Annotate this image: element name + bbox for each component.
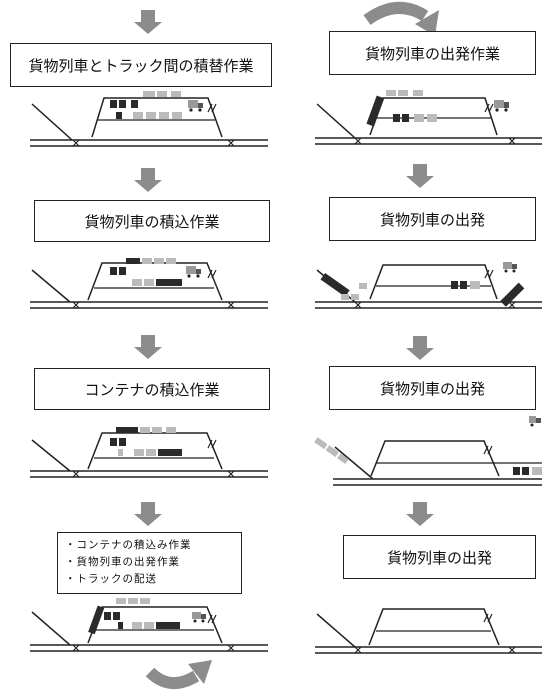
container-icon xyxy=(314,437,542,475)
right-column-graphics xyxy=(314,1,542,654)
container-icon xyxy=(366,90,437,127)
note-line-train-departure: ・貨物列車の出発作業 xyxy=(65,556,180,568)
yard-diagram-4 xyxy=(30,598,268,652)
curved-arrow-icon xyxy=(145,660,212,689)
truck-icon xyxy=(188,100,203,112)
truck-icon xyxy=(494,100,509,112)
container-icon xyxy=(320,272,525,307)
step-label-train-departure-3: 貨物列車の出発 xyxy=(343,535,536,579)
down-arrow-icon xyxy=(406,336,434,360)
note-line-truck-delivery: ・トラックの配送 xyxy=(65,573,157,585)
container-icon xyxy=(88,598,180,635)
step-label-container-loading: コンテナの積込作業 xyxy=(34,368,270,410)
yard-diagram-r3 xyxy=(314,416,542,486)
note-line-container-loading: ・コンテナの積込み作業 xyxy=(65,539,192,551)
right-flow-column: 貨物列車の出発作業 貨物列車の出発 貨物列車の出発 貨物列車の出発 xyxy=(271,0,542,695)
down-arrow-icon xyxy=(134,335,162,359)
left-column-graphics xyxy=(30,10,268,689)
container-icon xyxy=(110,258,182,286)
down-arrow-icon xyxy=(134,502,162,526)
left-flow-column: 貨物列車とトラック間の積替作業 貨物列車の積込作業 コンテナの積込作業 ・コンテ… xyxy=(10,10,272,689)
curved-arrow-icon xyxy=(363,1,439,36)
work-summary-note: ・コンテナの積込み作業 ・貨物列車の出発作業 ・トラックの配送 xyxy=(57,532,242,594)
yard-diagram-r4 xyxy=(315,608,542,654)
down-arrow-icon xyxy=(406,502,434,526)
step-label-train-truck-transfer: 貨物列車とトラック間の積替作業 xyxy=(10,43,272,87)
container-icon xyxy=(110,427,182,456)
yard-diagram-r2 xyxy=(315,262,542,309)
yard-diagram-2 xyxy=(30,258,268,309)
yard-diagram-1 xyxy=(30,91,268,147)
truck-icon xyxy=(529,416,541,427)
yard-diagram-r1 xyxy=(315,90,542,145)
down-arrow-icon xyxy=(134,168,162,192)
step-label-train-departure-1: 貨物列車の出発 xyxy=(329,197,536,241)
container-icon xyxy=(110,91,182,119)
yard-diagram-3 xyxy=(30,427,268,478)
truck-icon xyxy=(503,262,517,273)
truck-icon xyxy=(186,266,201,278)
step-label-train-loading: 貨物列車の積込作業 xyxy=(34,200,270,242)
step-label-train-departure-2: 貨物列車の出発 xyxy=(329,366,536,410)
down-arrow-icon xyxy=(134,10,162,34)
step-label-train-departure-work: 貨物列車の出発作業 xyxy=(329,31,536,75)
truck-icon xyxy=(192,612,206,623)
down-arrow-icon xyxy=(406,164,434,188)
